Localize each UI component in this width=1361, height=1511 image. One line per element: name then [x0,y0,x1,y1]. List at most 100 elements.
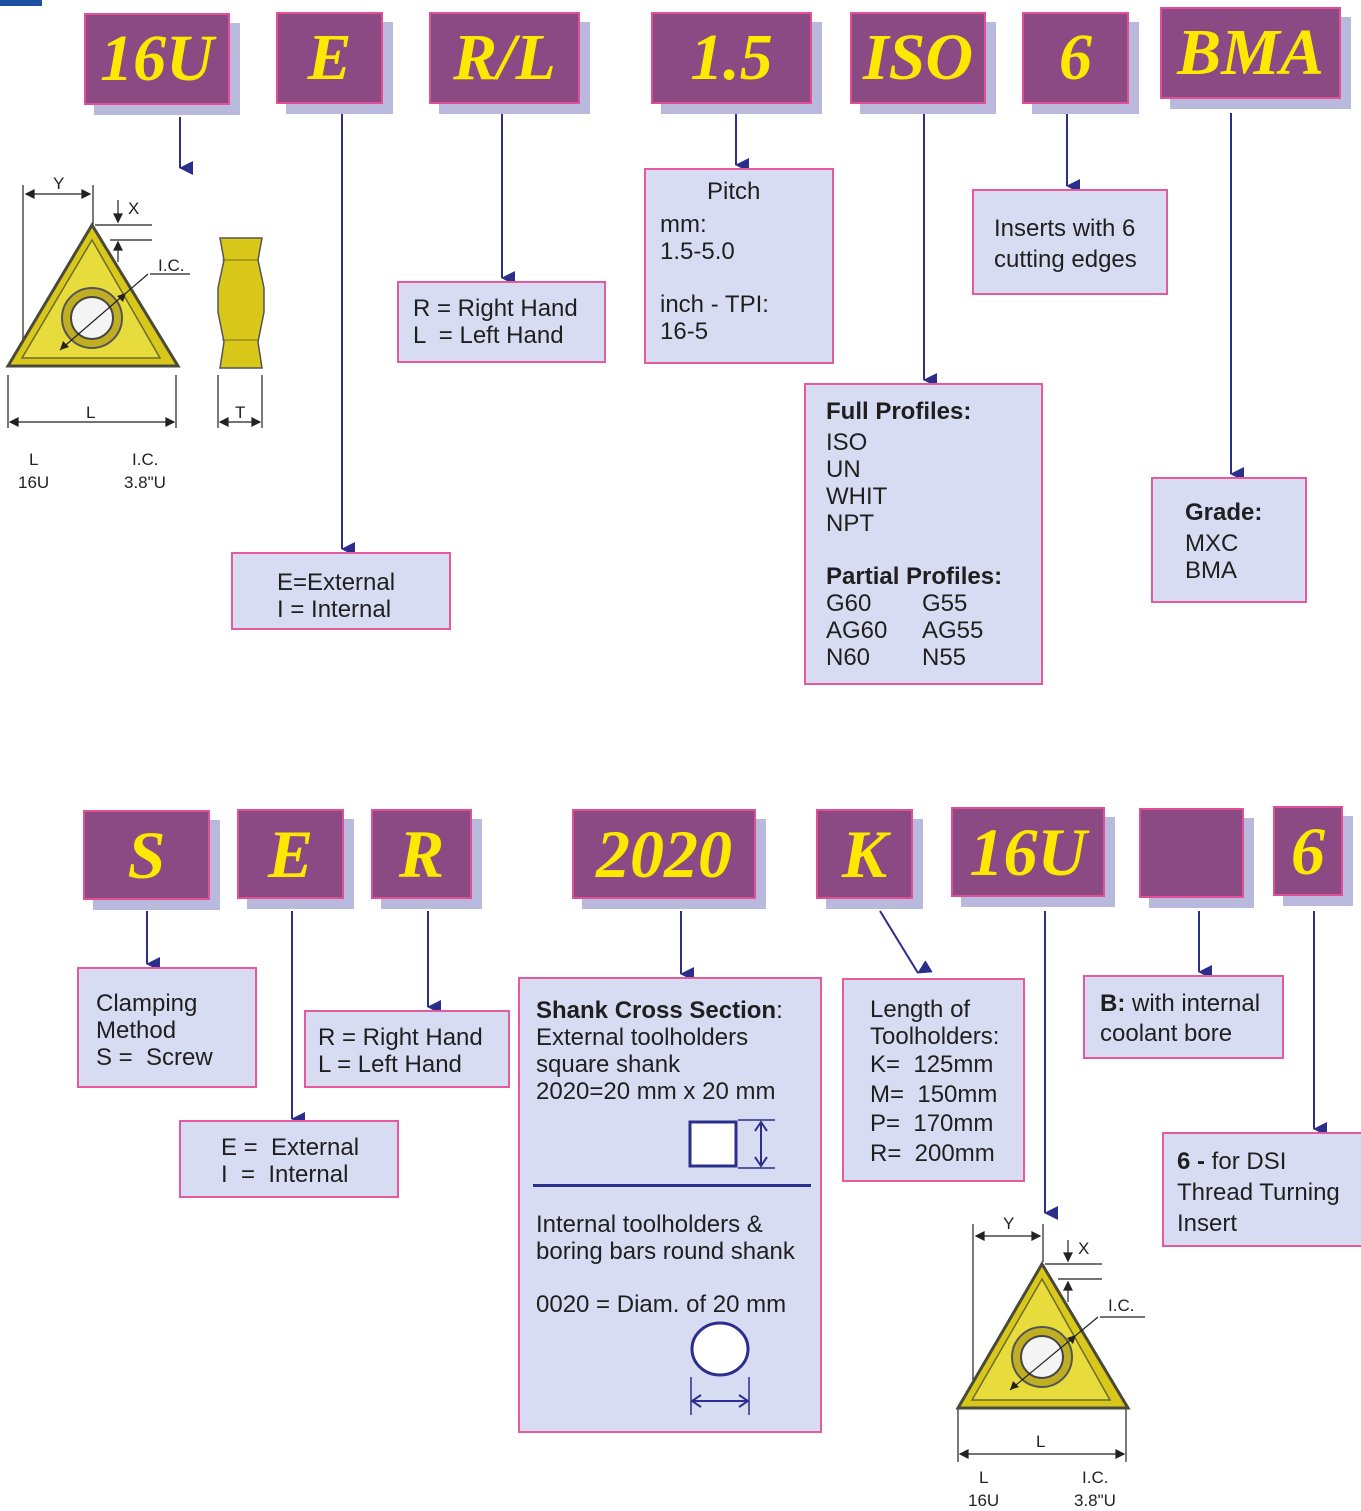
partial-profiles-title: Partial Profiles: [826,563,1003,590]
dim-x-bottom: X [1078,1239,1090,1258]
code-s: S [83,810,210,900]
pitch-box: Pitch mm: 1.5-5.0 inch - TPI: 16-5 [644,168,834,364]
shank-line-2: square shank [536,1051,681,1078]
code-16u: 16U [84,13,230,105]
dim-x: X [128,199,140,218]
pitch-inch-range: 16-5 [660,318,709,345]
ext-int-box-top: E=External I = Internal [231,552,451,630]
square-shank-icon [688,1119,775,1169]
int-line: I = Internal [277,596,392,623]
length-r: R= 200mm [870,1139,995,1167]
table-l-header-bottom: L [979,1468,989,1487]
table-ic-value: 3.8"U [124,473,166,492]
pitch-title: Pitch [707,178,761,205]
grade-title: Grade: [1185,499,1263,526]
dsi-line-3: Insert [1177,1210,1238,1237]
partial-col-1: G60 AG60 N60 [826,590,922,671]
profile-n55: N55 [922,644,967,671]
grade-box: Grade: MXC BMA [1151,477,1307,603]
length-p: P= 170mm [870,1110,994,1137]
coolant-line-2: coolant bore [1100,1020,1233,1047]
profile-whit: WHIT [826,483,888,510]
profile-iso: ISO [826,429,868,456]
dsi-box: 6 - for DSI Thread Turning Insert [1162,1132,1361,1247]
table-ic-header: I.C. [132,450,159,469]
length-line-2: Toolholders: [870,1023,1000,1050]
shank-line-3: 2020=20 mm x 20 mm [536,1078,776,1105]
insert-diagram-top: Y X I.C. L T L 16U I.C. 3.8"U [0,170,300,500]
insert-diagram-bottom: Y X I.C. L L 16U I.C. 3.8"U [950,1212,1150,1510]
shank-line-1: External toolholders [536,1024,749,1051]
code-iso: ISO [850,12,986,104]
edges-line-1: Inserts with 6 [994,215,1136,242]
dim-l-bottom: L [1036,1432,1046,1451]
code-16u-bottom: 16U [951,807,1105,897]
clamping-box: Clamping Method S = Screw [77,967,257,1088]
profile-n60: N60 [826,644,871,671]
code-k: K [816,809,913,899]
hand-box-top: R = Right Hand L = Left Hand [397,281,606,363]
partial-col-2: G55 AG55 N55 [922,590,983,671]
shank-line-5: boring bars round shank [536,1238,795,1265]
code-e-bottom: E [237,809,344,899]
dim-ic-bottom: I.C. [1108,1296,1135,1315]
table-ic-value-bottom: 3.8"U [1074,1491,1116,1510]
profile-npt: NPT [826,510,874,537]
table-l-value-bottom: 16U [968,1491,1000,1510]
ext-int-box-bottom: E = External I = Internal [179,1120,399,1198]
profile-ag55: AG55 [922,617,984,644]
dsi-line-1: 6 - for DSI [1177,1148,1287,1175]
left-hand-line-bottom: L = Left Hand [318,1051,462,1078]
edges-box: Inserts with 6 cutting edges [972,189,1168,295]
int-line-bottom: I = Internal [221,1161,349,1188]
code-pitch: 1.5 [651,12,812,104]
profile-g60: G60 [826,590,872,617]
left-hand-line: L = Left Hand [413,322,564,349]
round-shank-icon [690,1321,750,1415]
dim-y-bottom: Y [1003,1214,1015,1233]
profile-g55: G55 [922,590,968,617]
full-profiles-title: Full Profiles: [826,398,972,425]
profile-un: UN [826,456,861,483]
hand-box-bottom: R = Right Hand L = Left Hand [304,1010,510,1088]
code-r: R [371,809,472,899]
clamping-line-1: Clamping [96,990,198,1017]
length-line-1: Length of [870,996,971,1023]
shank-divider [533,1184,811,1187]
ext-line: E=External [277,569,396,596]
code-blank [1139,808,1244,898]
coolant-box: B: with internal coolant bore [1083,975,1284,1059]
grade-mxc: MXC [1185,530,1239,557]
dim-y: Y [53,174,65,193]
code-6-bottom: 6 [1273,806,1343,896]
shank-line-6: 0020 = Diam. of 20 mm [536,1291,787,1318]
corner-tab [0,0,42,6]
pitch-mm-label: mm: [660,211,707,238]
clamping-line-2: Method [96,1017,177,1044]
shank-internal-text: Internal toolholders & boring bars round… [536,1211,795,1318]
dsi-line-2: Thread Turning [1177,1179,1340,1206]
right-hand-line: R = Right Hand [413,295,578,322]
ext-line-bottom: E = External [221,1134,360,1161]
profile-ag60: AG60 [826,617,888,644]
table-ic-header-bottom: I.C. [1082,1468,1109,1487]
edges-line-2: cutting edges [994,246,1137,273]
grade-bma: BMA [1185,557,1238,584]
dim-t: T [235,403,246,422]
shank-box: Shank Cross Section: External toolholder… [518,977,822,1433]
dim-l: L [86,403,96,422]
pitch-mm-range: 1.5-5.0 [660,238,735,265]
code-2020: 2020 [572,809,756,899]
code-rl: R/L [429,12,580,104]
table-l-value: 16U [18,473,50,492]
code-e: E [276,12,383,104]
partial-profiles-grid: G60 AG60 N60 G55 AG55 N55 [826,590,1041,671]
length-box: Length of Toolholders: K= 125mm M= 150mm… [842,978,1025,1182]
code-6: 6 [1022,12,1129,104]
shank-line-4: Internal toolholders & [536,1211,763,1238]
length-k: K= 125mm [870,1051,994,1078]
right-hand-line-bottom: R = Right Hand [318,1024,483,1051]
code-bma: BMA [1160,7,1341,99]
profiles-box: Full Profiles: ISO UN WHIT NPT Partial P… [804,383,1043,685]
